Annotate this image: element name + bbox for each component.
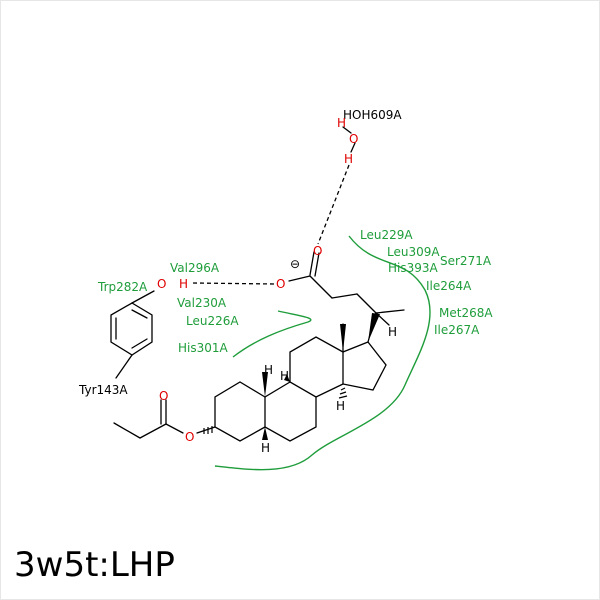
water-label: HOH609A xyxy=(343,108,402,122)
water-h-atom-top: H xyxy=(337,116,346,130)
water-h-atom-bottom: H xyxy=(344,152,353,166)
residue-leu309: Leu309A xyxy=(387,245,440,259)
diagram-title: 3w5t:LHP xyxy=(14,545,175,585)
residue-leu226: Leu226A xyxy=(186,314,239,328)
stereo-bonds xyxy=(203,313,380,440)
stereo-h-c10: H xyxy=(264,363,273,377)
residue-val230: Val230A xyxy=(177,296,227,310)
hydrophobic-arc-left xyxy=(232,310,312,358)
tyr-o-atom: O xyxy=(157,277,166,291)
residue-trp282: Trp282A xyxy=(97,280,148,294)
residue-leu229: Leu229A xyxy=(360,228,413,242)
ester-carbonyl-o-atom: O xyxy=(159,389,168,403)
negative-charge-symbol: ⊖ xyxy=(290,257,300,271)
residue-val296: Val296A xyxy=(170,261,220,275)
residue-ser271: Ser271A xyxy=(440,254,492,268)
residue-ile267: Ile267A xyxy=(434,323,480,337)
tyr-h-atom: H xyxy=(179,277,188,291)
stereo-h-c9: H xyxy=(280,369,289,383)
hbond-lines xyxy=(192,164,350,285)
stereo-h-side-chain: H xyxy=(388,325,397,339)
hydrophobic-arc-right xyxy=(214,235,431,471)
stereo-h-c5: H xyxy=(261,441,270,455)
hbond-tyr-carboxylate xyxy=(192,282,276,285)
stereo-h-c14: H xyxy=(336,399,345,413)
residue-his301: His301A xyxy=(178,341,229,355)
tyr-residue-label: Tyr143A xyxy=(78,383,128,397)
water-o-atom: O xyxy=(349,132,358,146)
residue-his393: His393A xyxy=(388,261,439,275)
residue-met268: Met268A xyxy=(439,306,493,320)
carboxyl-o-atom-lower: O xyxy=(276,277,285,291)
ester-o-atom: O xyxy=(185,430,194,444)
hbond-water-carboxylate xyxy=(317,164,350,245)
carboxyl-o-atom-upper: O xyxy=(313,244,322,258)
residue-ile264: Ile264A xyxy=(426,279,472,293)
